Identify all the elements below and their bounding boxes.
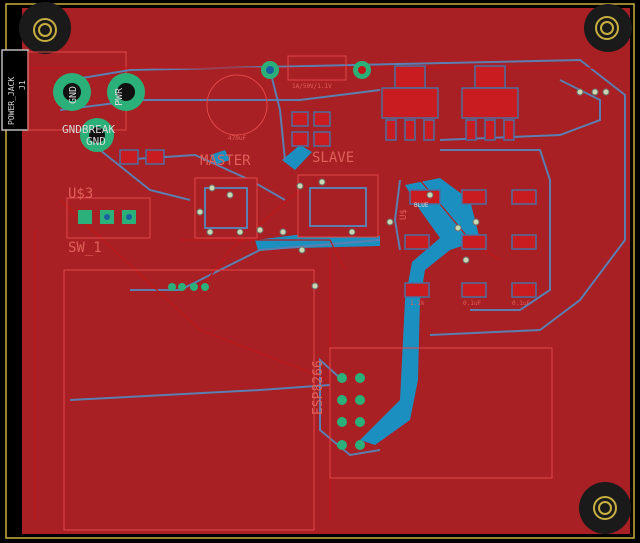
- bottom-pour: [210, 150, 230, 165]
- svg-text:GNDBREAK: GNDBREAK: [62, 123, 115, 136]
- esp-header[interactable]: ESP8266: [311, 360, 365, 450]
- bottom-pour: [360, 178, 480, 445]
- switch-outline: [66, 197, 151, 239]
- diode-value-label: 1A/50V/1.1V: [292, 83, 332, 90]
- led-color-label: BLUE: [414, 202, 429, 209]
- regulator[interactable]: [461, 65, 519, 141]
- svg-text:0.1uF: 0.1uF: [512, 300, 530, 307]
- vias: [196, 88, 610, 290]
- mounting-hole-corner: [19, 2, 71, 54]
- bottom-pour: [282, 145, 312, 170]
- regulator[interactable]: [381, 65, 439, 141]
- module-outline: [63, 269, 315, 531]
- mounting-hole-corner: [584, 4, 632, 52]
- small-caps[interactable]: [119, 111, 331, 165]
- svg-text:1.1k: 1.1k: [410, 300, 425, 307]
- header-pins[interactable]: [168, 283, 209, 291]
- svg-text:U$3: U$3: [68, 186, 93, 202]
- switch-sw1[interactable]: U$3 SW_1: [68, 186, 136, 256]
- master-chip[interactable]: MASTER: [194, 153, 258, 239]
- svg-text:SW_1: SW_1: [68, 240, 102, 256]
- gndbreak-pad[interactable]: GNDBREAK GND: [62, 118, 115, 152]
- power-jack-outline: [1, 49, 29, 131]
- svg-text:GND: GND: [68, 86, 79, 104]
- mounting-hole-corner: [579, 482, 631, 534]
- esp-outline: [329, 347, 553, 479]
- diode-outline: [287, 55, 347, 81]
- gnd-pad[interactable]: GND: [53, 73, 91, 111]
- pwr-pad[interactable]: PWR: [107, 73, 145, 111]
- board-outline: [5, 3, 635, 539]
- svg-text:PWR: PWR: [114, 87, 125, 106]
- u-ref-label: U$: [399, 209, 409, 220]
- svg-text:MASTER: MASTER: [200, 153, 251, 169]
- mounting-hole-icon: [33, 16, 619, 520]
- svg-text:SLAVE: SLAVE: [312, 150, 354, 166]
- svg-text:0.1uF: 0.1uF: [463, 300, 481, 307]
- esp-label: ESP8266: [311, 360, 326, 415]
- svg-text:GND: GND: [86, 135, 106, 148]
- cap-value-label: 470uF: [228, 135, 246, 142]
- capacitor-outline: [206, 74, 268, 136]
- slave-chip[interactable]: SLAVE: [297, 150, 379, 238]
- power-jack-label: POWER_JACK: [7, 77, 16, 125]
- jack-ref-label: J1: [18, 80, 27, 90]
